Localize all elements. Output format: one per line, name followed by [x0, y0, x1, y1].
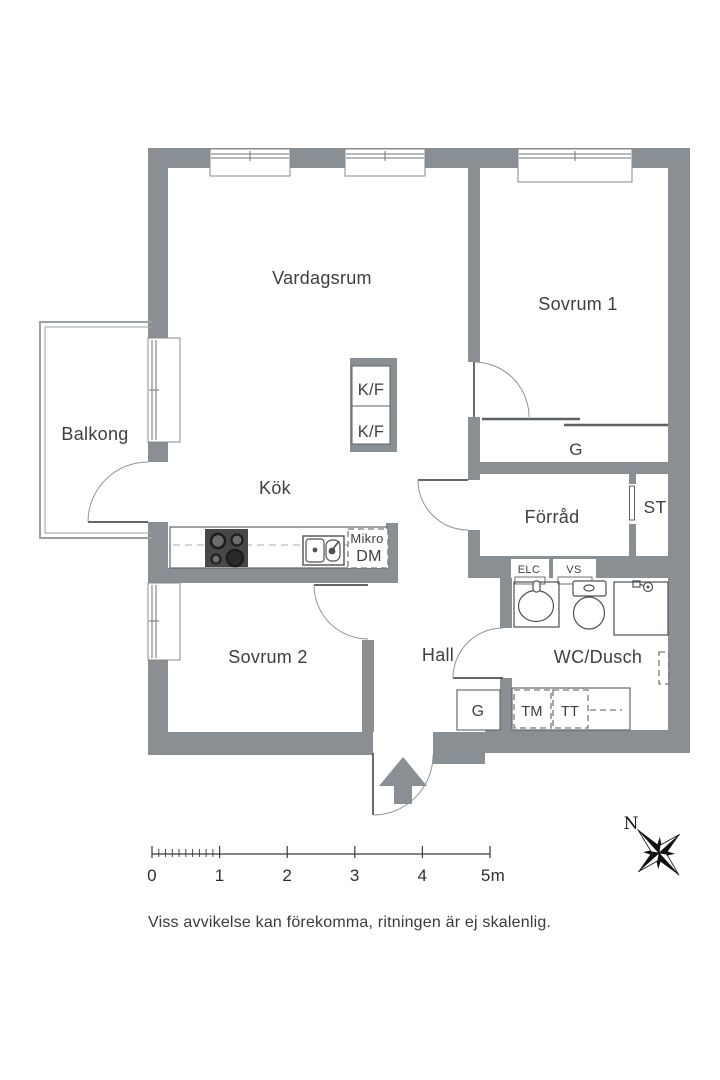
wall-segment	[668, 148, 690, 753]
room-label-balcony: Balkong	[61, 424, 128, 444]
bedroom1-door	[473, 361, 530, 418]
scale-tick-0: 0	[147, 866, 157, 885]
bathroom-sink-icon	[513, 580, 560, 628]
label-electrical: ELC	[518, 564, 541, 576]
wall-segment	[500, 678, 512, 732]
label-wardrobe-hall: G	[472, 703, 485, 720]
window-balcony	[147, 337, 181, 443]
balcony-railing-inner	[44, 326, 152, 534]
label-fridge1: K/F	[358, 381, 385, 399]
entrance-arrow-icon	[379, 757, 427, 804]
scale-tick-1: 1	[215, 866, 225, 885]
compass-north-label: N	[624, 814, 639, 834]
room-label-storage: Förråd	[525, 507, 580, 527]
room-label-bedroom2: Sovrum 2	[228, 647, 307, 667]
windows	[147, 148, 633, 661]
window-bedroom1	[517, 148, 633, 183]
wall-segment	[480, 462, 668, 474]
wall-segment	[468, 530, 480, 557]
storage-door	[417, 479, 469, 531]
kitchen-sink-icon	[302, 535, 345, 566]
tumble-dryer-box	[552, 689, 589, 729]
label-dishwasher: DM	[356, 548, 381, 565]
laundry-counter	[511, 687, 631, 731]
shower-icon	[613, 580, 669, 636]
washing-machine-box	[513, 689, 552, 729]
fridge-freezer-unit	[350, 358, 397, 452]
room-label-kitchen: Kök	[259, 478, 292, 498]
label-water-shaft: VS	[566, 564, 581, 576]
balcony-railing-outer	[39, 321, 152, 539]
cleaning-closet-door	[629, 485, 635, 521]
fixture-labels: K/F K/F Mikro DM G G ST ELC VS TM TT	[350, 381, 666, 720]
room-labels: Vardagsrum Sovrum 1 Balkong Kök Förråd S…	[61, 268, 642, 667]
wall-segment	[386, 523, 398, 583]
wall-segment	[629, 474, 636, 484]
room-label-hall: Hall	[422, 645, 454, 665]
wall-segment	[148, 732, 373, 755]
wall-segment	[362, 640, 374, 732]
wall-segment	[500, 557, 512, 628]
window-living-2	[344, 148, 426, 177]
scale-tick-5: 5m	[481, 866, 505, 885]
room-label-living: Vardagsrum	[272, 268, 372, 288]
scale-bar-minor-ticks	[158, 849, 214, 857]
wall-segment	[629, 524, 636, 556]
bedroom2-door	[313, 584, 369, 640]
bathroom-wall-unit	[658, 651, 670, 685]
room-label-bedroom1: Sovrum 1	[538, 294, 617, 314]
doors	[87, 361, 668, 816]
label-tumble-dryer: TT	[561, 704, 579, 720]
balcony-outline	[39, 321, 152, 539]
wall-segment	[148, 568, 398, 583]
scale-tick-4: 4	[418, 866, 428, 885]
bathroom-fixtures	[511, 559, 670, 731]
stove-icon	[205, 529, 248, 568]
wall-segment	[468, 417, 480, 480]
balcony-door	[87, 461, 169, 523]
kitchen-fixtures	[169, 526, 389, 569]
bathroom-door	[452, 627, 504, 679]
room-label-bathroom: WC/Dusch	[554, 647, 642, 667]
scale-bar-major-ticks	[151, 846, 491, 858]
toilet-icon	[572, 580, 607, 630]
scale-tick-3: 3	[350, 866, 360, 885]
label-cleaning-closet: ST	[644, 497, 667, 517]
window-living-1	[209, 148, 291, 177]
label-washing-machine: TM	[521, 704, 543, 720]
scale-tick-2: 2	[282, 866, 292, 885]
window-bedroom2	[147, 582, 181, 661]
label-fridge2: K/F	[358, 423, 385, 441]
entrance-door	[372, 753, 434, 816]
wall-segment	[485, 730, 690, 753]
disclaimer-text: Viss avvikelse kan förekomma, ritningen …	[148, 914, 551, 931]
walls	[148, 148, 690, 764]
wall-segment	[433, 732, 485, 764]
scale-bar: 0 1 2 3 4 5m	[147, 846, 505, 885]
label-microwave: Mikro	[350, 531, 383, 546]
hall-wardrobe-box	[456, 689, 501, 731]
label-wardrobe-bedroom1: G	[569, 440, 583, 459]
wardrobe-sliding-doors	[482, 417, 668, 427]
wall-segment	[468, 168, 480, 362]
wall-segment	[148, 148, 168, 755]
microwave-dishwasher-box	[347, 528, 389, 569]
compass-rose-icon: N	[624, 814, 681, 876]
